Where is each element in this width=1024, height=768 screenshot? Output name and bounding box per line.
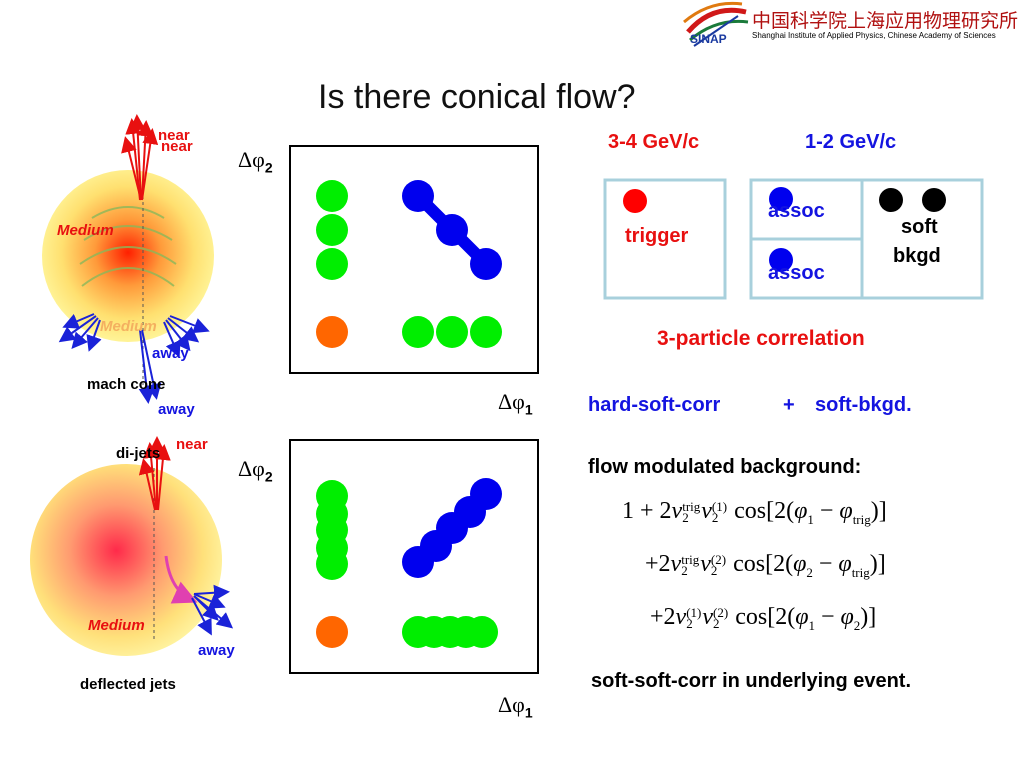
cone-marker [402, 180, 434, 212]
green-marker [316, 248, 348, 280]
cone-marker [470, 248, 502, 280]
medium-label: Medium [100, 318, 157, 335]
mach-cone-caption: mach cone [87, 376, 166, 393]
green-marker [316, 214, 348, 246]
soft-bkgd-label: soft-bkgd. [815, 394, 912, 416]
dijets-label: di-jets [116, 445, 161, 462]
orange-marker [316, 616, 348, 648]
page-title: Is there conical flow? [318, 78, 636, 116]
near-label: near [176, 436, 208, 453]
institute-name-en: Shanghai Institute of Applied Physics, C… [752, 31, 996, 40]
low-pt-header: 1-2 GeV/c [805, 131, 897, 153]
medium-fireball-bottom [30, 464, 222, 656]
near-label: near [161, 138, 193, 155]
correlation-plot-top [289, 145, 539, 374]
deflected-jets-diagram [30, 436, 234, 656]
trigger-label: trigger [625, 225, 689, 247]
flow-bg-label: flow modulated background: [588, 456, 862, 478]
trigger-dot [623, 189, 647, 213]
correlation-plot-bottom [289, 439, 539, 674]
deflected-jets-caption: deflected jets [80, 676, 176, 693]
away-label: away [198, 642, 235, 659]
green-marker [316, 548, 348, 580]
soft-soft-label: soft-soft-corr in underlying event. [591, 670, 912, 692]
green-marker [470, 316, 502, 348]
soft-dot [879, 188, 903, 212]
particle-legend [603, 178, 984, 300]
hard-soft-label: hard-soft-corr [588, 394, 721, 416]
green-marker [436, 316, 468, 348]
cone-marker [436, 214, 468, 246]
orange-marker [316, 316, 348, 348]
soft-label: soft [901, 216, 938, 238]
away-label: away [158, 401, 195, 418]
medium-label: Medium [88, 617, 145, 634]
jet-marker [470, 478, 502, 510]
assoc-label: assoc [768, 200, 825, 222]
medium-fireball-top [42, 170, 214, 342]
medium-label: Medium [57, 222, 114, 239]
plus-label: + [783, 394, 795, 416]
green-marker [316, 180, 348, 212]
assoc-label: assoc [768, 262, 825, 284]
assoc-dot [769, 248, 793, 272]
three-particle-label: 3-particle correlation [657, 327, 865, 350]
soft-dot [922, 188, 946, 212]
institute-name-cn: 中国科学院上海应用物理研究所 [752, 10, 1019, 32]
x-axis-label-bottom: Δφ1 [498, 692, 533, 721]
near-label: near [158, 127, 190, 144]
logo-text: SINAP [690, 32, 727, 46]
bkgd-label: bkgd [893, 245, 941, 267]
y-axis-label-bottom: Δφ2 [238, 456, 273, 485]
sinap-logo [683, 1, 749, 47]
mach-cone-diagram [42, 114, 214, 404]
green-marker [402, 316, 434, 348]
away-label: away [152, 345, 189, 362]
green-marker [466, 616, 498, 648]
assoc-dot [769, 187, 793, 211]
y-axis-label-top: Δφ2 [238, 147, 273, 176]
x-axis-label-top: Δφ1 [498, 389, 533, 418]
high-pt-header: 3-4 GeV/c [608, 131, 700, 153]
